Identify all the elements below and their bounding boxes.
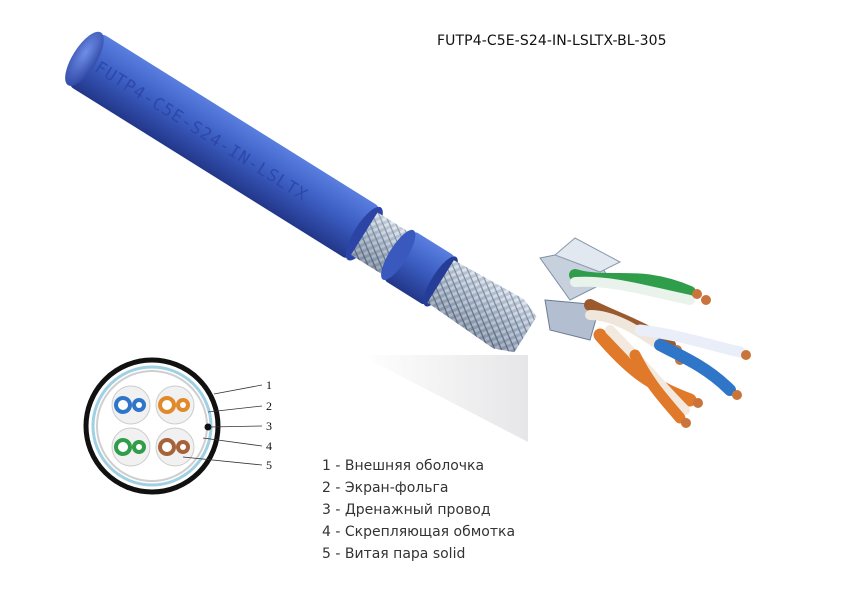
legend-item-drain-wire: 3 - Дренажный провод [322,502,491,518]
pair-blue-section [111,385,151,425]
callout-5: 5 [266,458,272,472]
background-shade [360,355,528,442]
callout-2: 2 [266,399,272,413]
callout-leaders [182,384,263,466]
pair-brown-section [155,427,195,467]
legend-item-twisted-pair: 5 - Витая пара solid [322,546,466,562]
legend: 1 - Внешняя оболочка 2 - Экран-фольга 3 … [322,455,515,565]
pair-orange-section [155,385,195,425]
jacket-print-text: FUTP4-C5E-S24-IN-LSLTX [91,58,311,206]
callout-4: 4 [266,439,272,453]
pair-green-section [111,427,151,467]
foil-flaps [539,237,622,341]
cable-cross-section-icon: 1 2 3 4 5 [83,357,272,495]
legend-item-foil-screen: 2 - Экран-фольга [322,480,449,496]
outer-jacket [70,34,379,258]
twisted-pair-blue [634,324,751,400]
legend-item-binder-tape: 4 - Скрепляющая обмотка [322,524,516,540]
drain-wire [204,423,212,431]
product-part-number: FUTP4-C5E-S24-IN-LSLTX-BL-305 [437,33,667,49]
outer-jacket-ring [83,357,221,495]
twisted-pair-orange [593,325,703,428]
callout-1: 1 [266,378,272,392]
twisted-pair-green [569,269,711,305]
legend-item-outer-jacket: 1 - Внешняя оболочка [322,458,485,474]
callout-3: 3 [266,419,272,433]
jacket-end-cap [65,31,104,86]
